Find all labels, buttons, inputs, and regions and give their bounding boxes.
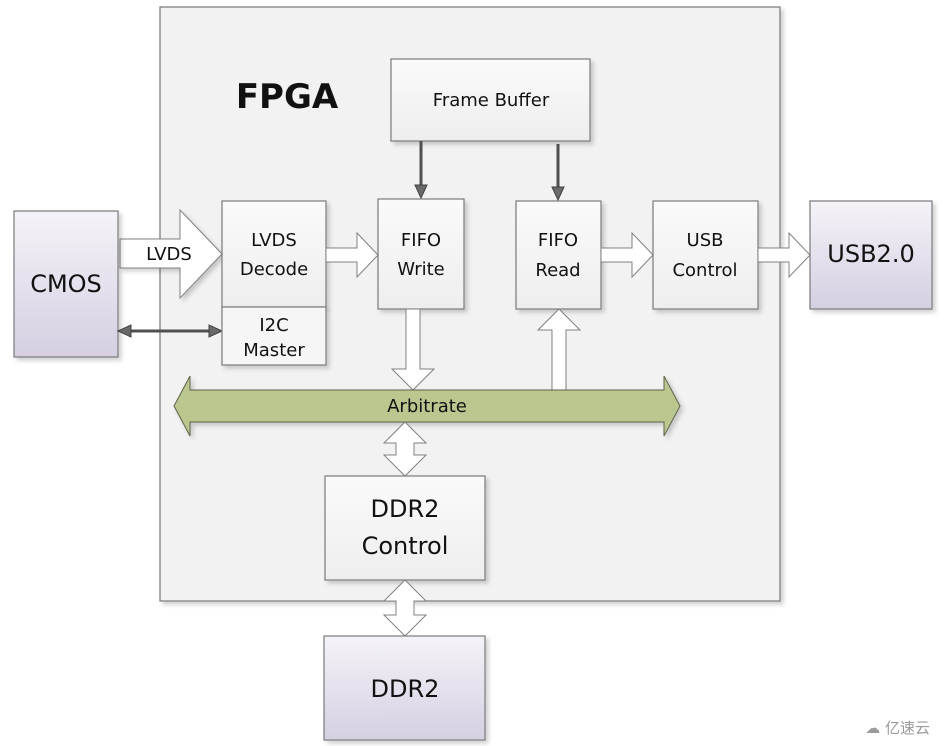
frame-buffer-label: Frame Buffer bbox=[433, 90, 550, 111]
arbitrate-label: Arbitrate bbox=[387, 396, 467, 417]
i2c-bidirectional-arrow bbox=[116, 324, 224, 338]
fifo-write-to-arbitrate-arrow bbox=[390, 308, 436, 391]
usb-control-label-line1: USB bbox=[687, 230, 724, 251]
ddr2-control-block: DDR2 Control bbox=[324, 475, 486, 581]
i2c-master-block: I2C Master bbox=[221, 306, 327, 366]
decode-to-fifo-write-arrow bbox=[325, 231, 379, 279]
usb-control-label-line2: Control bbox=[672, 260, 737, 281]
frame-buffer-to-fifo-read-arrow bbox=[551, 144, 565, 202]
lvds-decode-label-line1: LVDS bbox=[251, 230, 297, 251]
lvds-decode-block: LVDS Decode bbox=[221, 200, 327, 308]
arrowhead-left-icon bbox=[116, 324, 132, 338]
watermark-text: 亿速云 bbox=[884, 719, 930, 737]
arrowhead-right-icon bbox=[208, 324, 224, 338]
cmos-block: CMOS bbox=[13, 210, 119, 358]
lvds-link-label: LVDS bbox=[146, 244, 192, 265]
frame-buffer-to-fifo-write-arrow bbox=[414, 141, 428, 200]
fifo-read-label-line1: FIFO bbox=[538, 230, 578, 251]
ddr2-control-label-line1: DDR2 bbox=[371, 495, 440, 523]
ddr2-block: DDR2 bbox=[323, 635, 486, 741]
arbitrate-bus-arrow bbox=[173, 375, 681, 437]
i2c-master-label-line2: Master bbox=[243, 340, 305, 361]
arbitrate-to-fifo-read-arrow bbox=[536, 308, 582, 391]
fifo-write-label-line1: FIFO bbox=[401, 230, 441, 251]
fifo-read-block: FIFO Read bbox=[515, 200, 602, 310]
usb-control-block: USB Control bbox=[652, 200, 759, 310]
fifo-read-label-line2: Read bbox=[535, 260, 580, 281]
arrowhead-down-icon bbox=[414, 184, 428, 200]
fpga-title: FPGA bbox=[236, 77, 339, 117]
frame-buffer-block: Frame Buffer bbox=[390, 58, 591, 142]
arbitrate-bus: Arbitrate bbox=[173, 375, 681, 437]
i2c-master-label-line1: I2C bbox=[259, 315, 288, 336]
usb20-label: USB2.0 bbox=[827, 240, 914, 268]
fifo-write-block: FIFO Write bbox=[377, 198, 465, 310]
arrowhead-down-icon bbox=[551, 186, 565, 202]
fifo-read-to-usb-control-arrow bbox=[600, 231, 654, 279]
fifo-write-label-line2: Write bbox=[397, 259, 445, 280]
ddr2-control-label-line2: Control bbox=[362, 532, 449, 560]
lvds-link-arrow: LVDS bbox=[119, 208, 223, 300]
ddr2-label: DDR2 bbox=[371, 675, 440, 703]
watermark: ☁ 亿速云 bbox=[865, 717, 930, 738]
usb20-block: USB2.0 bbox=[809, 200, 933, 310]
lvds-decode-label-line2: Decode bbox=[240, 259, 308, 280]
cmos-label: CMOS bbox=[30, 270, 102, 298]
usb-control-to-usb20-arrow bbox=[757, 231, 811, 279]
cloud-logo-icon: ☁ bbox=[865, 719, 881, 737]
